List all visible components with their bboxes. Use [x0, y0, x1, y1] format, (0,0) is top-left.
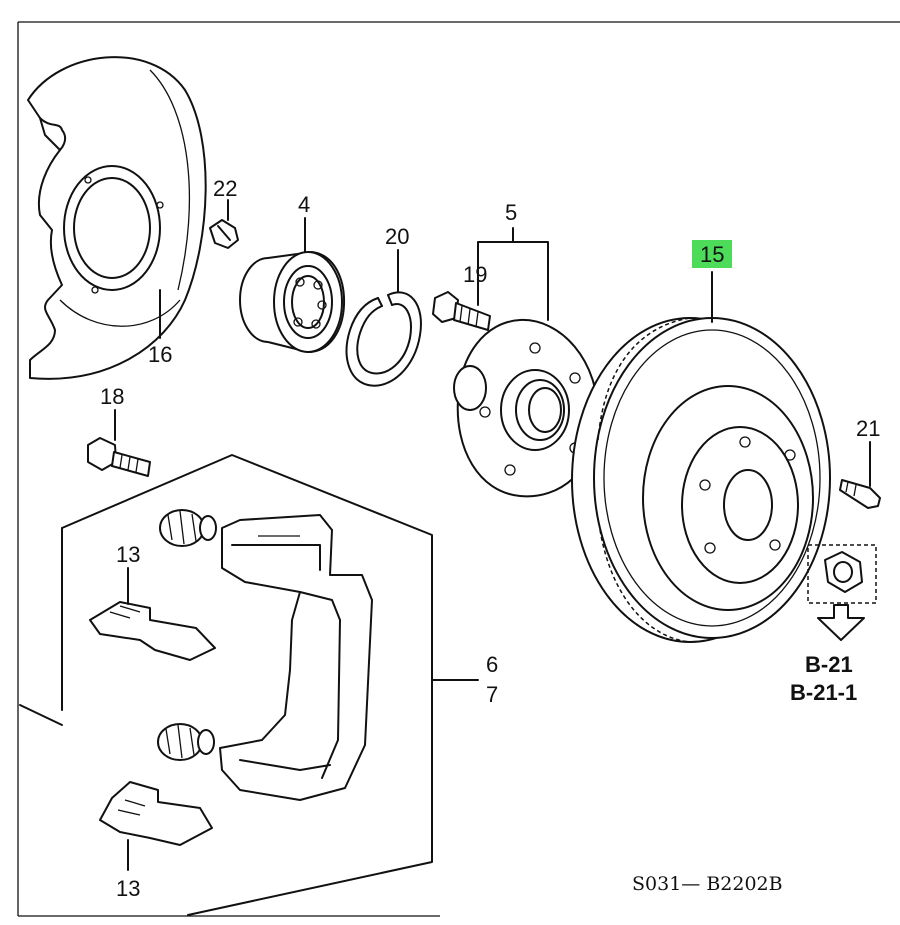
lug-nut-reference: [807, 544, 877, 641]
callout-7: 7: [486, 682, 498, 707]
pin-boot-upper: [159, 509, 217, 547]
callout-22: 22: [213, 176, 237, 201]
bolt-22-part: [209, 199, 239, 249]
splash-shield-part: [27, 56, 207, 380]
snap-ring-part: [345, 249, 422, 387]
pad-shim-lower: [99, 781, 213, 871]
callout-21: 21: [856, 416, 880, 441]
reference-b21-1: B-21-1: [790, 680, 857, 705]
diagram-code: S031— B2202B: [632, 873, 783, 895]
callout-13-upper: 13: [116, 542, 140, 567]
reference-b21: B-21: [805, 652, 853, 677]
callout-5: 5: [505, 200, 517, 225]
callout-16: 16: [148, 342, 172, 367]
callout-18: 18: [100, 384, 124, 409]
callout-13-lower: 13: [116, 876, 140, 901]
callout-15: 15: [700, 242, 724, 267]
bearing-part: [239, 217, 346, 353]
bolt-18-part: [87, 409, 151, 477]
callout-19: 19: [463, 262, 487, 287]
caliper-bracket-part: [219, 514, 373, 801]
screw-21-part: [839, 441, 881, 509]
pin-boot-lower: [157, 723, 215, 761]
brake-disc-part: [571, 271, 831, 643]
callout-20: 20: [385, 224, 409, 249]
caliper-group: [19, 454, 479, 916]
callout-6: 6: [486, 652, 498, 677]
highlight-15: [692, 240, 732, 268]
leader-5-bracket: [477, 227, 549, 321]
hub-part: [453, 227, 600, 498]
hub-bolt-part: [432, 287, 491, 331]
callout-4: 4: [298, 192, 310, 217]
pad-shim-upper: [89, 567, 216, 661]
group-box: [61, 454, 433, 916]
